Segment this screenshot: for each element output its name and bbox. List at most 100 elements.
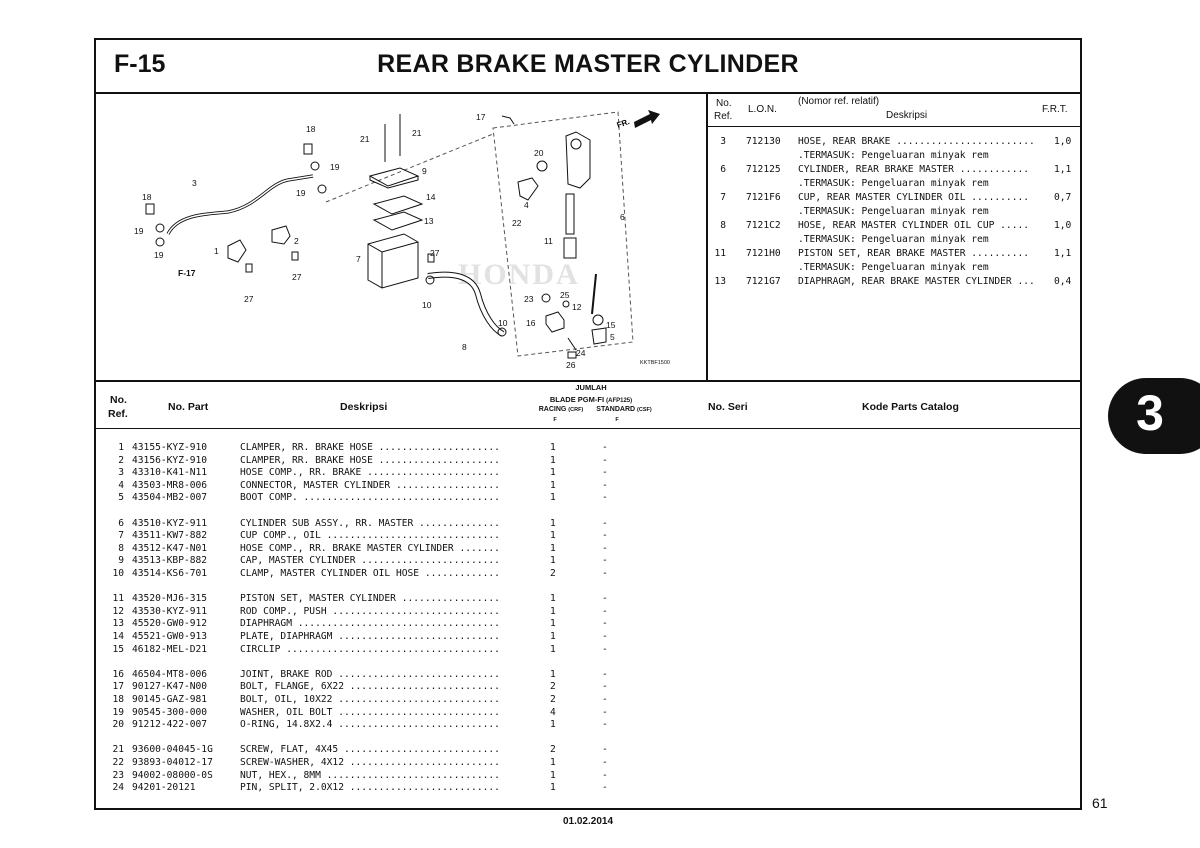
lon-row-note: .TERMASUK: Pengeluaran minyak rem bbox=[708, 150, 1080, 183]
parts-header-divider bbox=[96, 428, 1080, 429]
row-desc: ROD COMP., PUSH ........................… bbox=[240, 605, 500, 617]
callout-23: 23 bbox=[524, 294, 534, 304]
row-part: 43511-KW7-882 bbox=[132, 530, 208, 542]
diagram-ref-code: KKTBF1500 bbox=[640, 360, 670, 366]
parts-header-jumlah: JUMLAH bbox=[575, 383, 607, 392]
section-tab-number: 3 bbox=[1136, 385, 1164, 441]
row-desc: CONNECTOR, MASTER CYLINDER .............… bbox=[240, 479, 500, 491]
model-code: (AFP125) bbox=[606, 398, 633, 404]
racing-label: RACING bbox=[538, 406, 567, 413]
row-racing: 1 bbox=[550, 631, 556, 642]
callout-6: 6 bbox=[620, 212, 625, 222]
lon-ref: 7 bbox=[720, 192, 726, 203]
row-standard: - bbox=[602, 706, 608, 718]
row-desc: PLATE, DIAPHRAGM .......................… bbox=[240, 631, 500, 642]
parts-header-racing: RACING (CRF) bbox=[530, 406, 592, 413]
lon-header-frt: F.R.T. bbox=[1042, 104, 1068, 115]
row-part: 43503-MR8-006 bbox=[132, 479, 208, 491]
row-racing: 2 bbox=[550, 681, 556, 693]
bolt-18-left bbox=[145, 203, 155, 215]
brake-rod-joint bbox=[545, 311, 565, 333]
callout-f17: F-17 bbox=[178, 268, 196, 278]
lon-frt: 1,0 bbox=[1054, 136, 1072, 147]
callout-12: 12 bbox=[572, 302, 582, 312]
parts-header-no-seri: No. Seri bbox=[708, 401, 748, 413]
lon-row-note: .TERMASUK: Pengeluaran minyak rem bbox=[708, 234, 1080, 267]
row-part: 43156-KYZ-910 bbox=[132, 454, 208, 466]
lon-code: 7121H0 bbox=[746, 248, 781, 259]
cylinder-box bbox=[492, 111, 634, 357]
lon-row: 13 7121G7 DIAPHRAGM, REAR BRAKE MASTER C… bbox=[708, 276, 1080, 342]
callout-15: 15 bbox=[606, 320, 616, 330]
row-desc: CLAMP, MASTER CYLINDER OIL HOSE ........… bbox=[240, 568, 500, 579]
callout-27b: 27 bbox=[292, 272, 302, 282]
footer-date: 01.02.2014 bbox=[562, 816, 614, 827]
callout-19: 19 bbox=[330, 162, 340, 172]
row-desc: CYLINDER SUB ASSY., RR. MASTER .........… bbox=[240, 517, 500, 529]
row-standard: - bbox=[602, 492, 608, 504]
callout-27: 27 bbox=[430, 248, 440, 258]
lon-header-no: No. bbox=[716, 98, 732, 109]
lon-frt: 1,0 bbox=[1054, 220, 1072, 231]
lon-frt: 0,4 bbox=[1054, 276, 1072, 287]
row-part: 43155-KYZ-910 bbox=[132, 442, 208, 453]
oil-hose-inner bbox=[427, 272, 505, 336]
callout-10b: 10 bbox=[498, 318, 508, 328]
row-part: 43513-KBP-882 bbox=[132, 555, 208, 567]
boot bbox=[591, 327, 607, 345]
row-ref: 3 bbox=[118, 467, 124, 479]
model-name: BLADE PGM-FI bbox=[549, 395, 605, 404]
bolt-27-b bbox=[291, 251, 299, 261]
row-desc: NUT, HEX., 8MM .........................… bbox=[240, 769, 500, 781]
row-desc: CIRCLIP ................................… bbox=[240, 643, 500, 655]
row-standard: - bbox=[602, 719, 608, 731]
lon-note: .TERMASUK: Pengeluaran minyak rem bbox=[798, 150, 989, 161]
row-standard: - bbox=[602, 744, 608, 756]
callout-18: 18 bbox=[306, 124, 316, 134]
diagram-bottom-divider bbox=[96, 380, 1080, 382]
lon-note: .TERMASUK: Pengeluaran minyak rem bbox=[798, 234, 989, 245]
row-desc: BOOT COMP. .............................… bbox=[240, 492, 500, 504]
oil-cup bbox=[367, 233, 419, 289]
row-ref: 19 bbox=[112, 706, 124, 718]
master-cylinder-body bbox=[565, 131, 591, 189]
row-desc: BOLT, OIL, 10X22 .......................… bbox=[240, 694, 500, 705]
brake-hose-inner bbox=[167, 175, 314, 235]
lon-ref: 8 bbox=[720, 220, 726, 231]
lon-note: .TERMASUK: Pengeluaran minyak rem bbox=[798, 262, 989, 273]
piston bbox=[563, 237, 577, 259]
row-desc: O-RING, 14.8X2.4 .......................… bbox=[240, 719, 500, 731]
row-racing: 1 bbox=[550, 454, 556, 466]
row-part: 43310-K41-N11 bbox=[132, 467, 208, 479]
parts-header-no: No. bbox=[110, 394, 127, 406]
row-racing: 1 bbox=[550, 605, 556, 617]
o-ring bbox=[536, 160, 548, 172]
lon-desc: HOSE, REAR MASTER CYLINDER OIL CUP ..... bbox=[798, 220, 1030, 231]
row-standard: - bbox=[602, 555, 608, 567]
row-desc: CLAMPER, RR. BRAKE HOSE ................… bbox=[240, 442, 500, 453]
row-part: 94002-08000-0S bbox=[132, 769, 213, 781]
callout-19c: 19 bbox=[134, 226, 144, 236]
row-racing: 1 bbox=[550, 442, 556, 453]
row-ref: 20 bbox=[112, 719, 124, 731]
nut-23 bbox=[541, 293, 551, 303]
front-arrow-icon: FR. bbox=[616, 110, 660, 130]
callout-4: 4 bbox=[524, 200, 529, 210]
row-desc: SCREW, FLAT, 4X45 ......................… bbox=[240, 744, 500, 756]
row-part: 43504-MB2-007 bbox=[132, 492, 208, 504]
row-standard: - bbox=[602, 782, 608, 794]
callout-3: 3 bbox=[192, 178, 197, 188]
row-standard: - bbox=[602, 757, 608, 768]
exploded-diagram: HONDA bbox=[98, 94, 708, 380]
row-racing: 1 bbox=[550, 719, 556, 731]
row-racing: 1 bbox=[550, 593, 556, 605]
circlip bbox=[592, 314, 604, 326]
lon-row-note: .TERMASUK: Pengeluaran minyak rem bbox=[708, 206, 1080, 239]
